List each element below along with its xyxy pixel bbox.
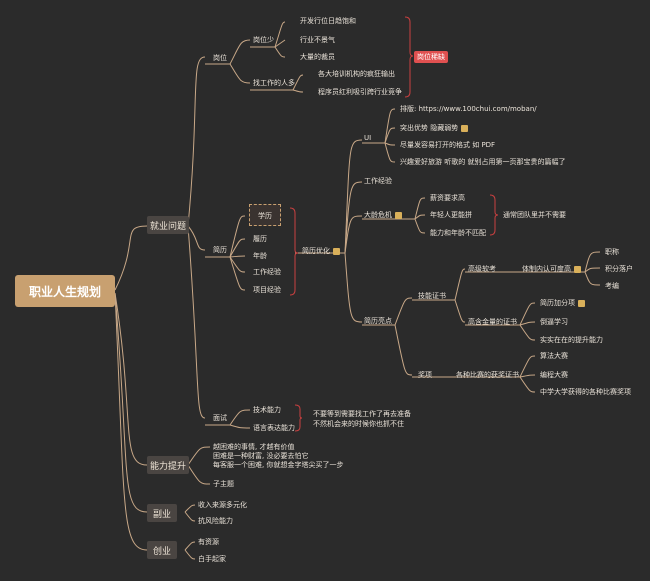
ui-item[interactable]: 突出优势 隐藏弱势	[400, 124, 469, 133]
mianshi-item[interactable]: 语言表达能力	[253, 424, 295, 432]
gangwei-shao[interactable]: 岗位少	[253, 36, 274, 44]
gangwei-label[interactable]: 岗位	[213, 54, 227, 62]
jianli-liangdian[interactable]: 简历亮点	[364, 317, 392, 325]
jianli-item[interactable]: 年龄	[253, 252, 267, 260]
note-icon[interactable]	[395, 211, 402, 219]
gaohanjin[interactable]: 高含金量的证书	[468, 318, 517, 326]
jianli-item[interactable]: 项目经验	[253, 286, 281, 294]
gaohanjin-item[interactable]: 实实在在的提升能力	[540, 336, 603, 344]
note-icon[interactable]	[333, 247, 340, 255]
mianshi-item[interactable]: 技术能力	[253, 406, 281, 414]
daling-item[interactable]: 薪资要求高	[430, 194, 465, 202]
nengli-item[interactable]: 困难是一种财富, 没必要去怕它	[213, 452, 309, 460]
gangwei-shao-item[interactable]: 开发行位日趋饱和	[300, 17, 356, 25]
jianli-youhua[interactable]: 简历优化	[302, 247, 340, 256]
mianshi-label[interactable]: 面试	[213, 414, 227, 422]
note-icon[interactable]	[578, 299, 585, 307]
gangwei-shao-item[interactable]: 大量的裁员	[300, 53, 335, 61]
gangwei-zhao[interactable]: 找工作的人多	[253, 79, 295, 87]
gaohanjin-item[interactable]: 倒逼学习	[540, 318, 568, 326]
gangwei-zhao-item[interactable]: 各大培训机构的疯狂输出	[318, 70, 395, 78]
gaoji-ruankao[interactable]: 高级软考	[468, 265, 496, 273]
gangwei-xique-badge[interactable]: 岗位稀缺	[414, 51, 448, 63]
tizhi-item[interactable]: 考编	[605, 282, 619, 290]
tizhi-item[interactable]: 积分落户	[605, 265, 633, 273]
jianli-label[interactable]: 简历	[213, 246, 227, 254]
nengli-item[interactable]: 每客服一个困难, 你就想金字塔尖买了一步	[213, 461, 344, 469]
bisai-item[interactable]: 中学大学获得的各种比赛奖项	[540, 388, 631, 396]
gaohanjin-item[interactable]: 简历加分项	[540, 299, 585, 308]
note-icon[interactable]	[461, 124, 469, 132]
daling-item[interactable]: 年轻人更能拼	[430, 211, 472, 219]
ui-item[interactable]: 尽量发容易打开的格式 如 PDF	[400, 141, 496, 149]
branch-nengli[interactable]: 能力提升	[147, 456, 189, 474]
gongzuo-jingyan[interactable]: 工作经验	[364, 177, 392, 185]
branch-fuye[interactable]: 副业	[147, 504, 177, 522]
branch-jiuye[interactable]: 就业问题	[147, 216, 189, 234]
ui-label[interactable]: UI	[364, 134, 372, 142]
jiangxiang[interactable]: 奖项	[418, 371, 432, 379]
ui-item[interactable]: 兴趣爱好旅游 听歌的 就别占用第一页那宝贵的篇幅了	[400, 158, 566, 166]
jianli-item[interactable]: 工作经验	[253, 268, 281, 276]
ui-item[interactable]: 排版: https://www.100chui.com/moban/	[400, 105, 537, 113]
jianli-xueli-selection	[249, 204, 281, 226]
root-node[interactable]: 职业人生规划	[15, 275, 115, 307]
bisai-zhengshu[interactable]: 各种比赛的获奖证书	[456, 371, 519, 379]
jianli-item[interactable]: 履历	[253, 235, 267, 243]
fuye-item[interactable]: 抗风险能力	[198, 517, 233, 525]
fuye-item[interactable]: 收入来源多元化	[198, 501, 247, 509]
gangwei-shao-item[interactable]: 行业不景气	[300, 36, 335, 44]
mianshi-note[interactable]: 不然机会来的时候你也抓不住	[313, 420, 404, 428]
gangwei-zhao-item[interactable]: 程序员红利吸引跨行业竞争	[318, 88, 402, 96]
chuangye-item[interactable]: 白手起家	[198, 555, 226, 563]
nengli-item[interactable]: 子主题	[213, 480, 234, 488]
jineng-zhengshu[interactable]: 技能证书	[418, 292, 446, 300]
nengli-item[interactable]: 越困难的事情, 才越有价值	[213, 443, 295, 451]
daling-note[interactable]: 通常团队里并不需要	[503, 211, 566, 219]
bisai-item[interactable]: 编程大赛	[540, 371, 568, 379]
jianli-item[interactable]: 学历	[258, 212, 272, 220]
tizhi-item[interactable]: 职称	[605, 248, 619, 256]
tizhinei[interactable]: 体制内认可度高	[522, 265, 581, 274]
daling-item[interactable]: 能力和年龄不匹配	[430, 229, 486, 237]
branch-chuangye[interactable]: 创业	[147, 541, 177, 559]
note-icon[interactable]	[574, 265, 581, 273]
bisai-item[interactable]: 算法大赛	[540, 352, 568, 360]
chuangye-item[interactable]: 有资源	[198, 538, 219, 546]
daling-weiji[interactable]: 大龄危机	[364, 211, 402, 220]
mianshi-note[interactable]: 不要等到需要找工作了再去准备	[313, 410, 411, 418]
